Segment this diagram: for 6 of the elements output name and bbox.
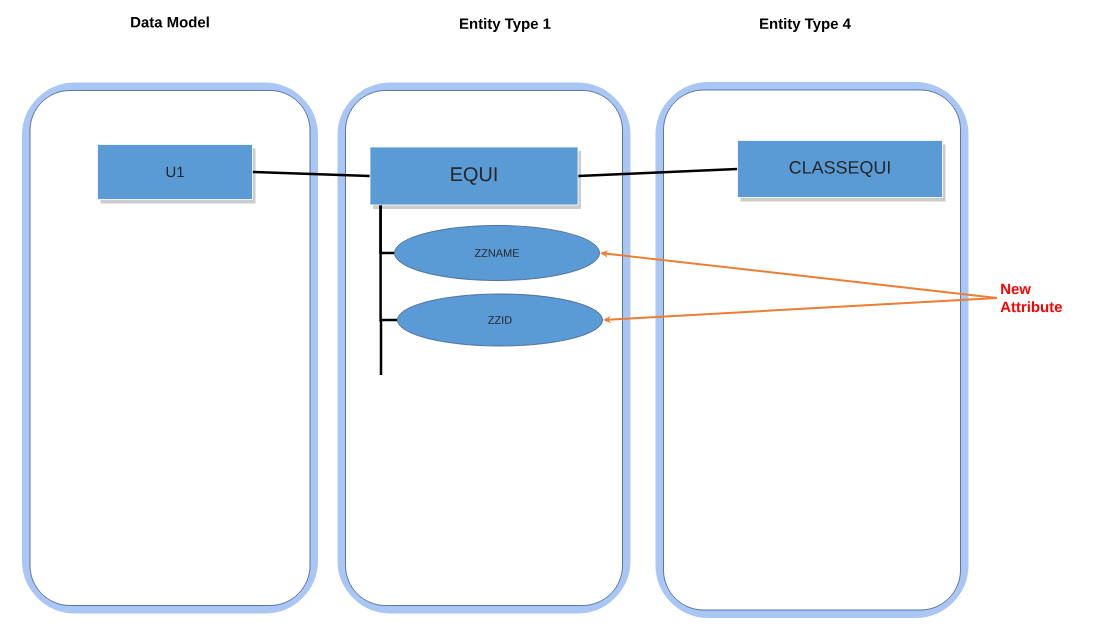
connector-line — [252, 170, 370, 178]
callout-text: New Attribute — [1000, 283, 1062, 313]
entity-box: U1 — [97, 144, 256, 204]
panel-heading: Data Model — [131, 16, 209, 28]
panel-heading: Entity Type 4 — [760, 18, 851, 32]
panel-heading: Entity Type 1 — [460, 18, 551, 32]
